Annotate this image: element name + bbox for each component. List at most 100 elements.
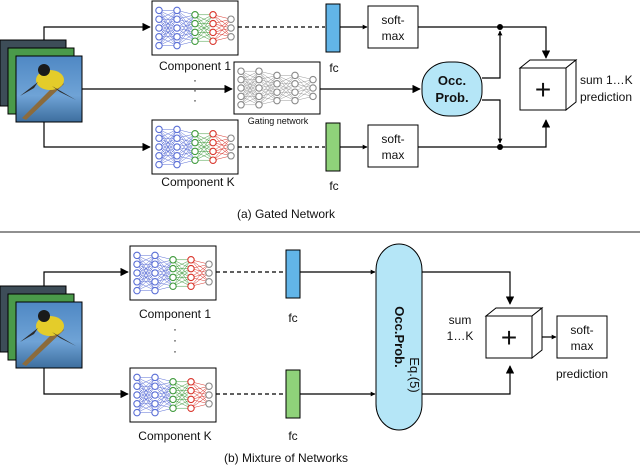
network-edge [158, 146, 178, 165]
network-node [173, 152, 181, 160]
network-node [133, 408, 141, 417]
network-node [191, 37, 199, 45]
network-node [191, 156, 199, 164]
network-node [169, 256, 177, 264]
network-edge [212, 19, 232, 42]
network-node [273, 88, 281, 96]
network-node [209, 11, 217, 19]
input-image-stack-bottom [0, 285, 83, 369]
network-node [273, 96, 281, 105]
network-node [205, 260, 213, 268]
network-edge [154, 381, 174, 404]
network-node [133, 278, 141, 286]
input-image-stack-top [0, 39, 83, 123]
network-edge [176, 133, 196, 165]
sum-range-label: 1…K [447, 329, 474, 343]
network-node [291, 96, 299, 105]
bird-image [15, 301, 83, 369]
network-node [187, 273, 195, 282]
network-edge [136, 255, 156, 274]
network-edge [136, 377, 156, 413]
network-edge [136, 386, 156, 413]
network-node [205, 269, 213, 277]
network-edge [194, 23, 214, 42]
network-node [209, 28, 217, 37]
network-node [187, 378, 195, 386]
network-node [227, 134, 235, 142]
network-edge [194, 14, 214, 33]
network-node [187, 256, 195, 264]
network-edge [172, 259, 192, 287]
network-edge [158, 10, 178, 29]
occ-prob-equation: Eq.(5) [407, 357, 422, 392]
network-edge [154, 268, 174, 291]
network-node [155, 160, 163, 169]
sum-box [518, 58, 578, 112]
network-node [255, 92, 263, 101]
component-1-label: Component 1 [159, 59, 231, 73]
network-node [205, 278, 213, 286]
network-edge [258, 83, 278, 105]
network-edge [190, 264, 210, 287]
network-node [237, 75, 245, 84]
network-node [133, 260, 141, 268]
network-edge [136, 272, 156, 291]
network-edge [176, 23, 196, 46]
network-edge [172, 390, 192, 409]
network-node [191, 138, 199, 147]
network-edge [154, 259, 174, 282]
network-node [169, 404, 177, 412]
network-node [205, 391, 213, 399]
network-edge [276, 83, 296, 101]
component-k-network [151, 119, 239, 175]
network-node [237, 101, 245, 109]
network-edge [158, 19, 178, 46]
network-node [187, 264, 195, 273]
softmax-label: max [382, 148, 405, 162]
network-node [291, 88, 299, 96]
network-node [187, 404, 195, 412]
softmax-box [367, 5, 419, 49]
network-node [151, 269, 159, 277]
network-node [227, 24, 235, 32]
network-node [173, 134, 181, 142]
ellipsis-vertical: · [193, 93, 197, 107]
network-node [209, 19, 217, 28]
plus-icon: + [535, 74, 551, 105]
network-node [173, 6, 181, 15]
network-node [227, 15, 235, 23]
network-node [291, 80, 299, 88]
network-node [205, 382, 213, 390]
network-edge [154, 381, 174, 413]
network-node [237, 67, 245, 75]
ellipsis-vertical: · [193, 73, 197, 87]
network-node [133, 373, 141, 382]
network-edge [136, 264, 156, 291]
network-node [133, 251, 141, 260]
network-node [187, 386, 195, 395]
network-edge [212, 138, 232, 161]
network-node [227, 143, 235, 151]
network-edge [154, 259, 174, 291]
caption-gated-network: (a) Gated Network [237, 207, 336, 221]
network-edge [172, 381, 192, 400]
network-node [291, 71, 299, 80]
network-edge [172, 268, 192, 287]
network-edge [136, 377, 156, 404]
network-edge [158, 10, 178, 37]
network-node [255, 67, 263, 75]
network-node [309, 75, 317, 84]
network-edge [240, 71, 260, 105]
network-edge [294, 79, 314, 101]
occ-prob-box [421, 61, 483, 117]
fc-bar-green [325, 122, 341, 172]
network-node [237, 84, 245, 92]
network-edge [176, 133, 196, 156]
network-node [209, 37, 217, 45]
network-node [155, 134, 163, 142]
network-edge [176, 142, 196, 165]
network-edge [276, 75, 296, 93]
network-node [133, 391, 141, 399]
network-node [151, 260, 159, 268]
network-edge [158, 10, 178, 46]
